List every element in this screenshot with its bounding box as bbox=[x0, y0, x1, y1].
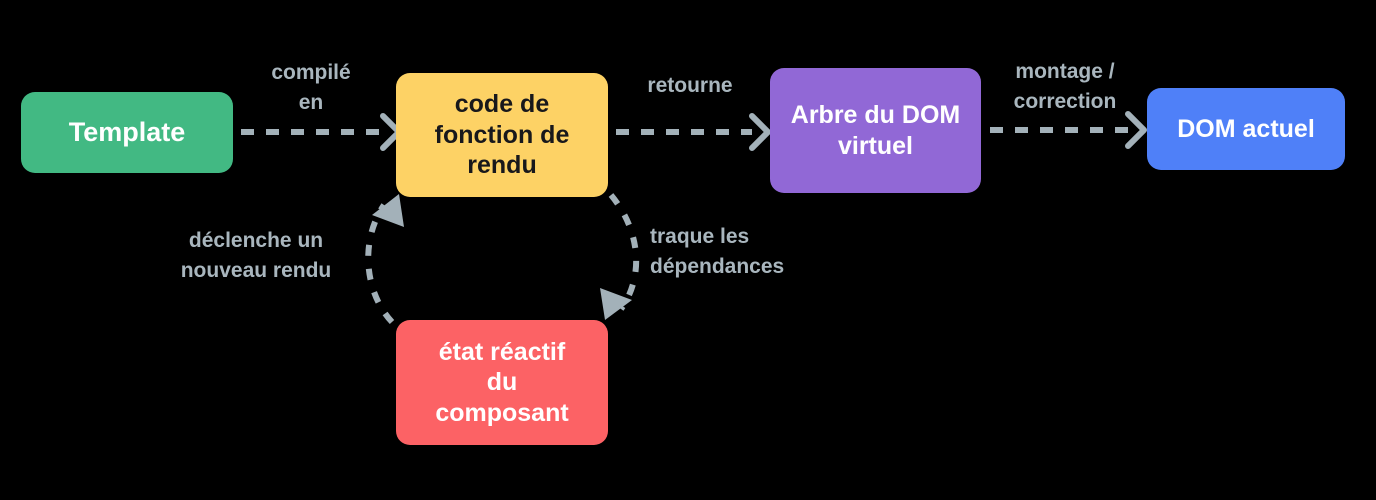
node-actual-dom[interactable]: DOM actuel bbox=[1147, 88, 1345, 170]
edge-label-mount-patch: montage / correction bbox=[1013, 60, 1117, 113]
node-template[interactable]: Template bbox=[21, 92, 233, 173]
edge-returns bbox=[616, 113, 771, 151]
edge-tracks-dependencies-arrowhead bbox=[600, 288, 632, 320]
edge-label-tracks-dependencies: traque les dépendances bbox=[650, 225, 785, 278]
edge-mount-patch bbox=[990, 111, 1147, 149]
edge-label-compiled-into: compilé en bbox=[271, 61, 351, 114]
edge-tracks-dependencies-line bbox=[608, 193, 640, 311]
edge-mount-patch-arrowhead bbox=[1125, 111, 1147, 149]
edge-returns-arrowhead bbox=[749, 113, 771, 151]
node-reactive-state[interactable]: état réactif du composant bbox=[396, 320, 608, 445]
edge-triggers-rerender-line bbox=[365, 203, 395, 325]
edge-compiled-into bbox=[241, 113, 402, 151]
node-render-function[interactable]: code de fonction de rendu bbox=[396, 73, 608, 197]
node-virtual-dom[interactable]: Arbre du DOM virtuel bbox=[770, 68, 981, 193]
edge-label-returns: retourne bbox=[647, 74, 733, 97]
edge-triggers-rerender bbox=[365, 194, 404, 325]
edge-tracks-dependencies bbox=[600, 193, 640, 320]
edge-label-triggers-rerender: déclenche un nouveau rendu bbox=[180, 229, 332, 282]
edge-triggers-rerender-arrowhead bbox=[372, 194, 404, 227]
